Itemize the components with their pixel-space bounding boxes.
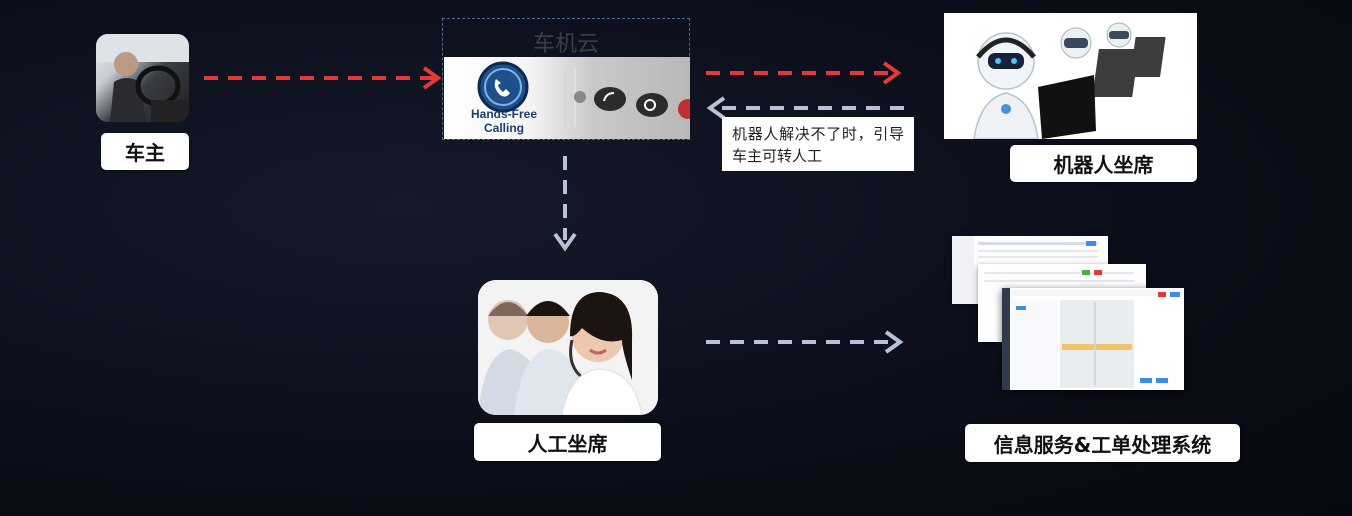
arrow-human-to-system <box>706 332 900 352</box>
robot-agent-text: 机器人坐席 <box>1054 149 1154 178</box>
human-agent-label: 人工坐席 <box>474 423 661 461</box>
arrow-cloud-to-human <box>555 156 575 248</box>
driver-photo <box>96 34 189 122</box>
call-center-agents-photo <box>478 280 658 415</box>
hands-free-line2: Calling <box>456 121 552 135</box>
hands-free-phone-icon <box>479 63 527 111</box>
arrow-cloud-to-robot <box>706 63 898 83</box>
hands-free-panel: Hands-Free Calling <box>444 57 690 139</box>
car-owner-text: 车主 <box>125 137 165 166</box>
car-cloud-title: 车机云 <box>442 26 690 58</box>
system-screen-front <box>1002 288 1184 390</box>
robot-agent-label: 机器人坐席 <box>1010 145 1197 182</box>
info-system-text: 信息服务&工单处理系统 <box>994 429 1211 458</box>
robot-agents-photo <box>944 13 1197 139</box>
arrow-owner-to-cloud <box>204 68 438 88</box>
hands-free-line1: Hands-Free <box>456 107 552 121</box>
arrow-robot-to-cloud <box>710 98 904 118</box>
info-system-label: 信息服务&工单处理系统 <box>965 424 1240 462</box>
transfer-note: 机器人解决不了时，引导车主可转人工 <box>722 117 914 171</box>
car-owner-label: 车主 <box>101 133 189 170</box>
system-screenshot <box>952 236 1184 390</box>
human-agent-text: 人工坐席 <box>528 428 608 457</box>
